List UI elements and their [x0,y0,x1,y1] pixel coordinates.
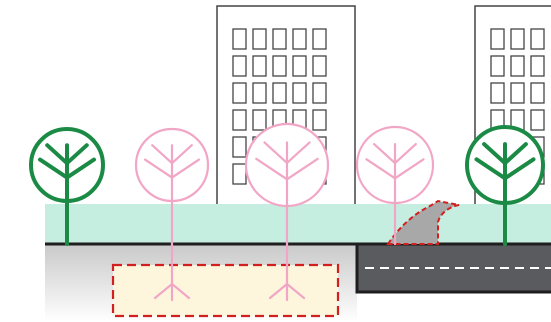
tree-branch [285,157,319,181]
tree-branch [255,157,289,181]
building-window [232,82,247,104]
building-window [292,28,307,50]
building-window [530,82,545,104]
tree-roots [153,242,191,302]
building-window [292,82,307,104]
building-window [530,109,545,131]
building-window [272,55,287,77]
building-window [292,55,307,77]
building-window [232,55,247,77]
building-window [252,109,267,131]
tree-branch [38,157,69,180]
building-window [530,55,545,77]
tree-pink-4 [355,125,435,246]
tree-branch [143,158,174,179]
building-window [510,55,525,77]
tree-branch [285,141,311,165]
tree-branch [170,144,193,165]
building-window [232,136,247,158]
building-window [232,163,247,185]
tree-branch [503,157,536,181]
building-window [490,28,505,50]
tree-branch [263,141,289,165]
building-window [252,82,267,104]
building-window [232,28,247,50]
building-window [490,82,505,104]
trees [29,122,545,302]
tree-green-right [465,125,545,246]
tree-branch [151,144,174,165]
building-window [490,55,505,77]
tree-branch [45,143,69,166]
tree-branch [474,157,507,181]
building-window [232,109,247,131]
tree-branch [65,143,89,166]
tree-green-left [29,127,105,246]
building-window [530,28,545,50]
curb-ramp [386,199,460,245]
building-window [312,109,327,131]
tree-branch [170,158,201,179]
tree-pink-3 [244,122,330,302]
building-window [510,28,525,50]
building-window [312,28,327,50]
tree-roots [268,242,306,302]
building-window [272,28,287,50]
tree-branch [373,143,397,165]
tree-branch [393,143,417,165]
building-window [272,82,287,104]
building-window [252,55,267,77]
building-window [312,55,327,77]
tree-branch [482,142,507,166]
building-window [510,82,525,104]
tree-pink-1 [134,127,210,246]
tree-branch [503,142,528,166]
root-zone [111,263,340,318]
tree-branch [365,158,397,180]
tree-branch [393,158,425,180]
building-window [312,82,327,104]
tree-pink-2 [153,242,191,302]
tree-branch [65,157,96,180]
grass-strip [45,204,551,244]
building-window [252,28,267,50]
